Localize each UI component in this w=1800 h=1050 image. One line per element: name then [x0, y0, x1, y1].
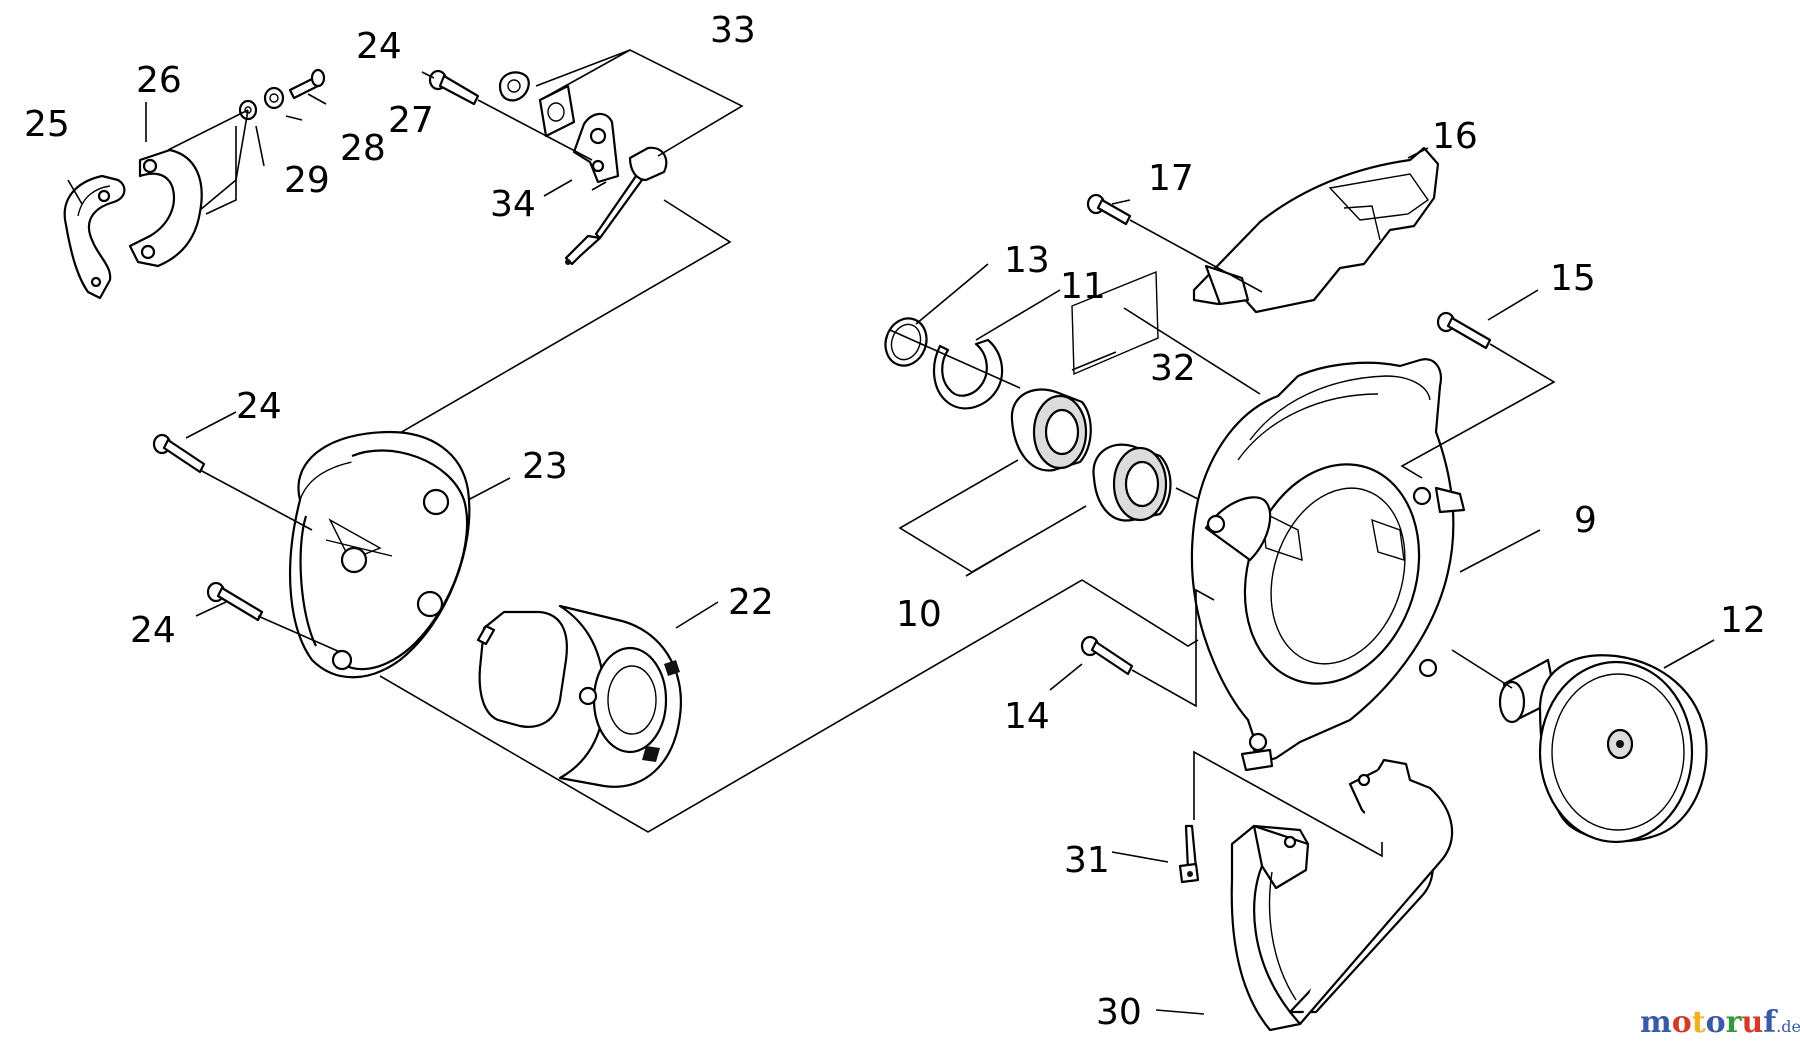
- callout-24-top: 24: [356, 26, 402, 67]
- callout-26: 26: [136, 60, 182, 101]
- watermark-letter: r: [1725, 1005, 1742, 1040]
- callout-27: 27: [388, 100, 434, 141]
- part-15-screw: [1436, 311, 1492, 350]
- part-12-cooling-cup: [1498, 654, 1708, 844]
- part-33-gasket-plate: [538, 84, 576, 138]
- callout-30: 30: [1096, 992, 1142, 1033]
- callout-28: 28: [340, 128, 386, 169]
- part-34-bracket: [572, 112, 620, 184]
- part-24-bolt-left-lower: [206, 581, 264, 622]
- part-11-circlip: [933, 338, 1004, 410]
- callout-16: 16: [1432, 116, 1478, 157]
- part-16-top-cover: [1192, 146, 1440, 314]
- callout-15: 15: [1550, 258, 1596, 299]
- callout-11: 11: [1060, 266, 1106, 307]
- callout-13: 13: [1004, 240, 1050, 281]
- part-26-clamp-half: [128, 148, 203, 268]
- part-10-bearing-front: [1010, 388, 1092, 472]
- callout-29: 29: [284, 160, 330, 201]
- callout-9: 9: [1574, 500, 1597, 541]
- part-9-fan-housing: [1190, 358, 1466, 772]
- callout-12: 12: [1720, 600, 1766, 641]
- callout-17: 17: [1148, 158, 1194, 199]
- part-33-switch: [564, 146, 668, 266]
- part-32-label: [1071, 270, 1159, 376]
- watermark-letter: f: [1763, 1005, 1777, 1040]
- watermark-letter: t: [1691, 1005, 1706, 1040]
- callout-25: 25: [24, 104, 70, 145]
- motoruf-watermark-logo: motoruf.de: [1640, 1005, 1800, 1040]
- part-33-nut: [498, 71, 530, 102]
- part-23-clutch-housing: [289, 430, 471, 679]
- part-24-bolt-left-upper: [152, 433, 206, 474]
- callout-24-left: 24: [236, 386, 282, 427]
- callout-32: 32: [1150, 348, 1196, 389]
- part-14-screw: [1080, 635, 1134, 676]
- callout-34: 34: [490, 184, 536, 225]
- watermark-letter: u: [1741, 1005, 1764, 1040]
- part-22-clutch-drum: [476, 604, 682, 788]
- part-24-bolt-top: [428, 69, 480, 106]
- callout-31: 31: [1064, 840, 1110, 881]
- part-13-snap-ring: [884, 317, 928, 367]
- part-30-handle: [1230, 758, 1454, 1032]
- watermark-letter: o: [1705, 1005, 1726, 1040]
- part-17-screw: [1086, 193, 1132, 226]
- callout-24-lower: 24: [130, 610, 176, 651]
- part-27-screw: [288, 68, 326, 100]
- part-28-washer: [263, 86, 285, 110]
- watermark-text: motoruf: [1640, 1005, 1776, 1040]
- part-10-bearing-rear: [1092, 443, 1172, 522]
- part-31-bolt: [1178, 824, 1200, 884]
- watermark-letter: m: [1640, 1005, 1672, 1040]
- callout-22: 22: [728, 582, 774, 623]
- callout-10: 10: [896, 594, 942, 635]
- watermark-suffix: .de: [1776, 1017, 1800, 1036]
- callout-23: 23: [522, 446, 568, 487]
- watermark-letter: o: [1671, 1005, 1692, 1040]
- callout-33: 33: [710, 10, 756, 51]
- callout-14: 14: [1004, 696, 1050, 737]
- part-25-clamp-half: [63, 174, 126, 300]
